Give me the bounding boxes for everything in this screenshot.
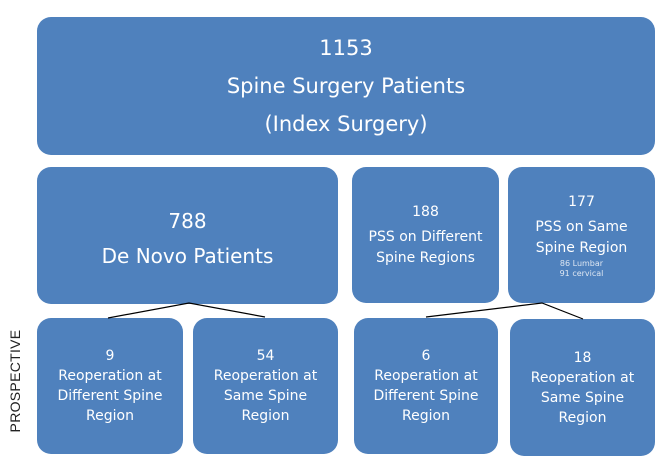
node-outcome-pss-different: 6 Reoperation at Different Spine Region <box>354 318 498 454</box>
root-title: Spine Surgery Patients <box>226 74 466 98</box>
de-novo-label: De Novo Patients <box>101 243 274 268</box>
pss-different-count: 188 <box>412 204 439 220</box>
pss-different-label-line1: PSS on Different <box>368 229 483 245</box>
node-pss-different-regions: 188 PSS on Different Spine Regions <box>352 167 499 303</box>
connector-denovo-to-outcomes <box>107 302 266 319</box>
node-outcome-pss-same: 18 Reoperation at Same Spine Region <box>510 319 655 456</box>
outcome-label: Reoperation at Same Spine Region <box>530 369 635 426</box>
connector-pss-same-to-outcomes <box>425 302 584 320</box>
root-subtitle: (Index Surgery) <box>264 112 428 136</box>
pss-same-label-line2: Spine Region <box>535 240 628 256</box>
outcome-count: 9 <box>105 348 115 364</box>
pss-same-label-line1: PSS on Same <box>535 219 628 235</box>
node-de-novo-patients: 788 De Novo Patients <box>37 167 338 304</box>
outcome-label: Reoperation at Different Spine Region <box>57 368 163 424</box>
root-count: 1153 <box>319 36 373 60</box>
pss-same-note-lumbar: 86 Lumbar <box>559 259 604 268</box>
outcome-count: 54 <box>256 348 275 364</box>
pss-same-count: 177 <box>568 194 595 210</box>
node-outcome-denovo-same: 54 Reoperation at Same Spine Region <box>193 318 338 454</box>
outcome-count: 18 <box>573 349 592 366</box>
outcome-label: Reoperation at Same Spine Region <box>213 368 318 424</box>
prospective-label: PROSPECTIVE <box>7 329 23 433</box>
outcome-count: 6 <box>421 348 431 364</box>
pss-same-note-cervical: 91 cervical <box>559 269 604 278</box>
root-node-index-surgery: 1153 Spine Surgery Patients (Index Surge… <box>37 17 655 155</box>
pss-different-label-line2: Spine Regions <box>376 250 475 266</box>
node-pss-same-region: 177 PSS on Same Spine Region 86 Lumbar 9… <box>508 167 655 303</box>
outcome-label: Reoperation at Different Spine Region <box>373 368 479 424</box>
de-novo-count: 788 <box>168 208 207 233</box>
node-outcome-denovo-different: 9 Reoperation at Different Spine Region <box>37 318 183 454</box>
